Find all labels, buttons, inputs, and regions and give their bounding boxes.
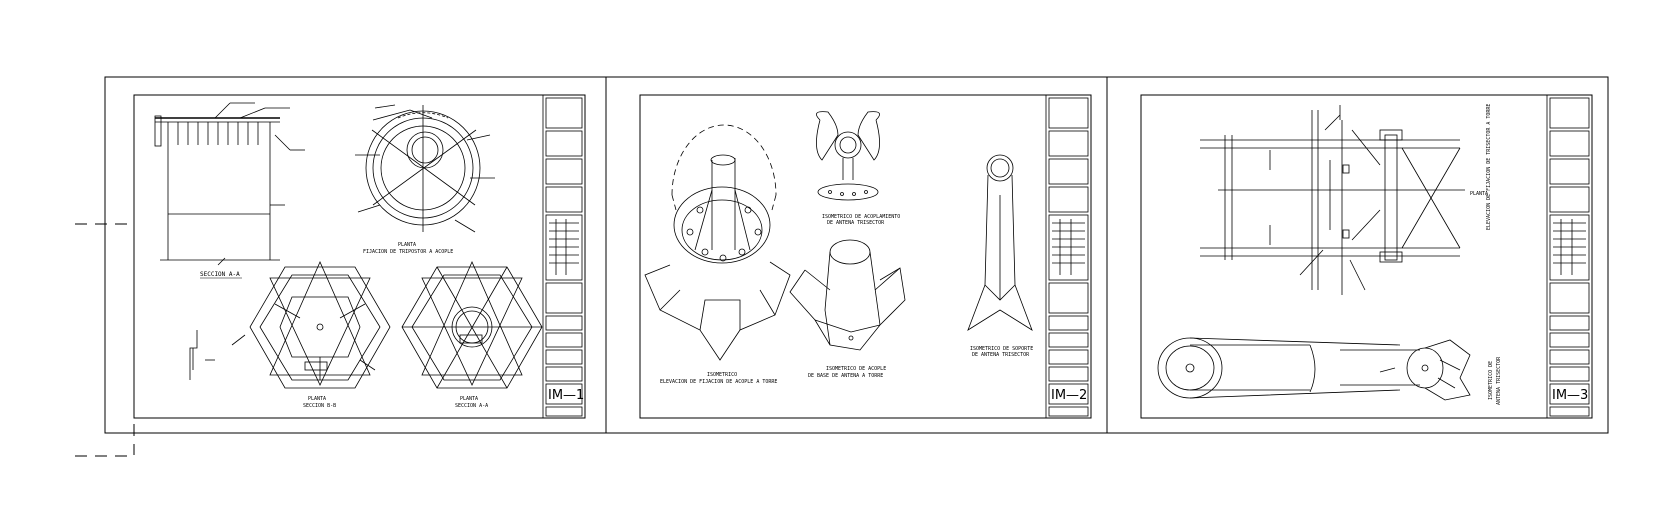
title-block [1546,94,1593,419]
iso-left-sub: ELEVACION DE FIJACION DE ACOPLE A TORRE [660,379,777,385]
plan-br-drawing [401,261,543,389]
iso-left-drawing [644,124,791,361]
iso-bottom-drawing [1157,337,1471,401]
sheet-im2: IM—2 ISOMETRICO ELEVACION DE FIJACION DE… [605,76,1108,434]
section-aa-drawing [154,102,305,380]
sheet-number: IM—1 [548,388,584,403]
title-block [1045,94,1092,419]
iso-right-drawing [967,154,1033,331]
elev-sub: ELEVACION DE FIJACION DE TRISECTOR A TOR… [1486,104,1492,230]
iso-left-title: ISOMETRICO [707,372,737,378]
iso-right-sub: DE ANTENA TRISECTOR [972,352,1030,358]
elevation-drawing [1200,105,1465,295]
plan-br-sub: SECCION A-A [455,403,488,409]
iso-right-title: ISOMETRICO DE SOPORTE [970,346,1033,352]
plan-top-drawing [355,104,495,233]
section-aa-label: SECCION A-A [200,271,240,278]
plan-bl-sub: SECCION B-B [303,403,336,409]
plan-bl-drawing [231,261,391,389]
iso-bottom-title: ISOMETRICO DE [1488,361,1494,400]
plan-br-title: PLANTA [460,396,478,402]
sheet-number: IM—2 [1051,388,1087,403]
iso-mid-title: ISOMETRICO DE ACOPLE [826,366,886,372]
plan-bl-title: PLANTA [308,396,326,402]
plan-top-title: PLANTA [398,242,416,248]
sheet-im1: IM—1 SECCION A-A [104,76,607,434]
iso-top-drawing [816,111,880,201]
title-block [542,94,586,419]
sheet-im3: IM—3 [1106,76,1609,434]
iso-mid-sub: DE BASE DE ANTENA A TORRE [808,373,883,379]
sheet-number: IM—3 [1552,388,1588,403]
iso-mid-drawing [789,239,906,351]
elev-title: PLANTA [1470,191,1488,197]
iso-top-sub: DE ANTENA TRISECTOR [827,220,885,226]
iso-bottom-sub: ANTENA TRISECTOR [1496,356,1502,405]
iso-top-title: ISOMETRICO DE ACOPLAMIENTO [822,214,900,220]
plan-top-sub: FIJACION DE TRIPOSTOR A ACOPLE [363,249,453,255]
